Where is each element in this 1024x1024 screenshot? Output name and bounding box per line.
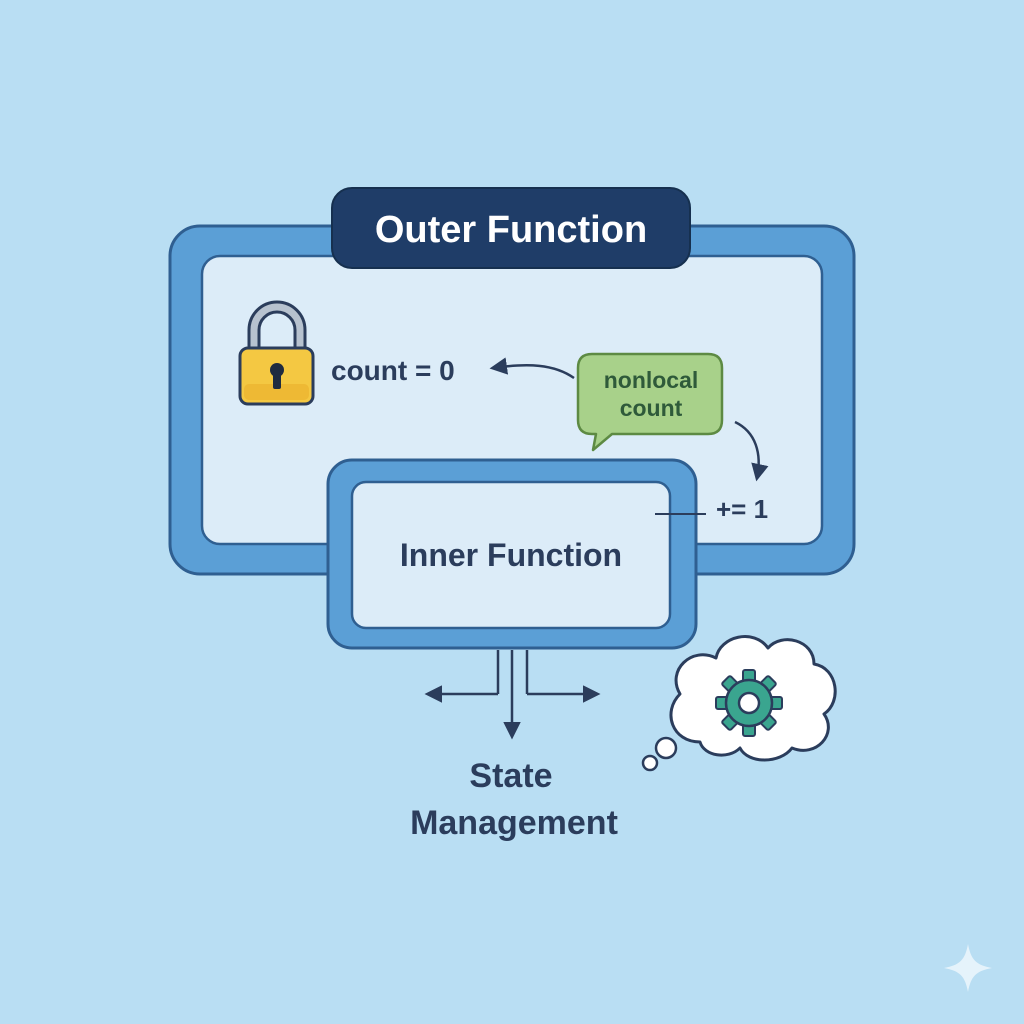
outer-function-title-badge: Outer Function (331, 187, 691, 269)
state-label-line1: State (469, 757, 552, 795)
nonlocal-keyword: nonlocal (604, 367, 699, 393)
state-flow-arrows (424, 650, 601, 740)
increment-operation: += 1 (716, 494, 768, 524)
inner-function-title: Inner Function (400, 537, 622, 573)
state-label-line2: Management (410, 804, 618, 842)
gear-icon (715, 669, 783, 737)
count-variable: count = 0 (331, 355, 455, 386)
increment-arrow (734, 420, 769, 482)
outer-function-title: Outer Function (375, 209, 647, 251)
lock-icon (238, 300, 315, 406)
inner-function-box: Inner Function (326, 458, 698, 650)
nonlocal-speech-bubble: nonlocal count (576, 352, 724, 452)
nonlocal-variable: count (620, 395, 683, 421)
reference-arrow (489, 357, 575, 380)
sparkle-icon (944, 944, 992, 992)
